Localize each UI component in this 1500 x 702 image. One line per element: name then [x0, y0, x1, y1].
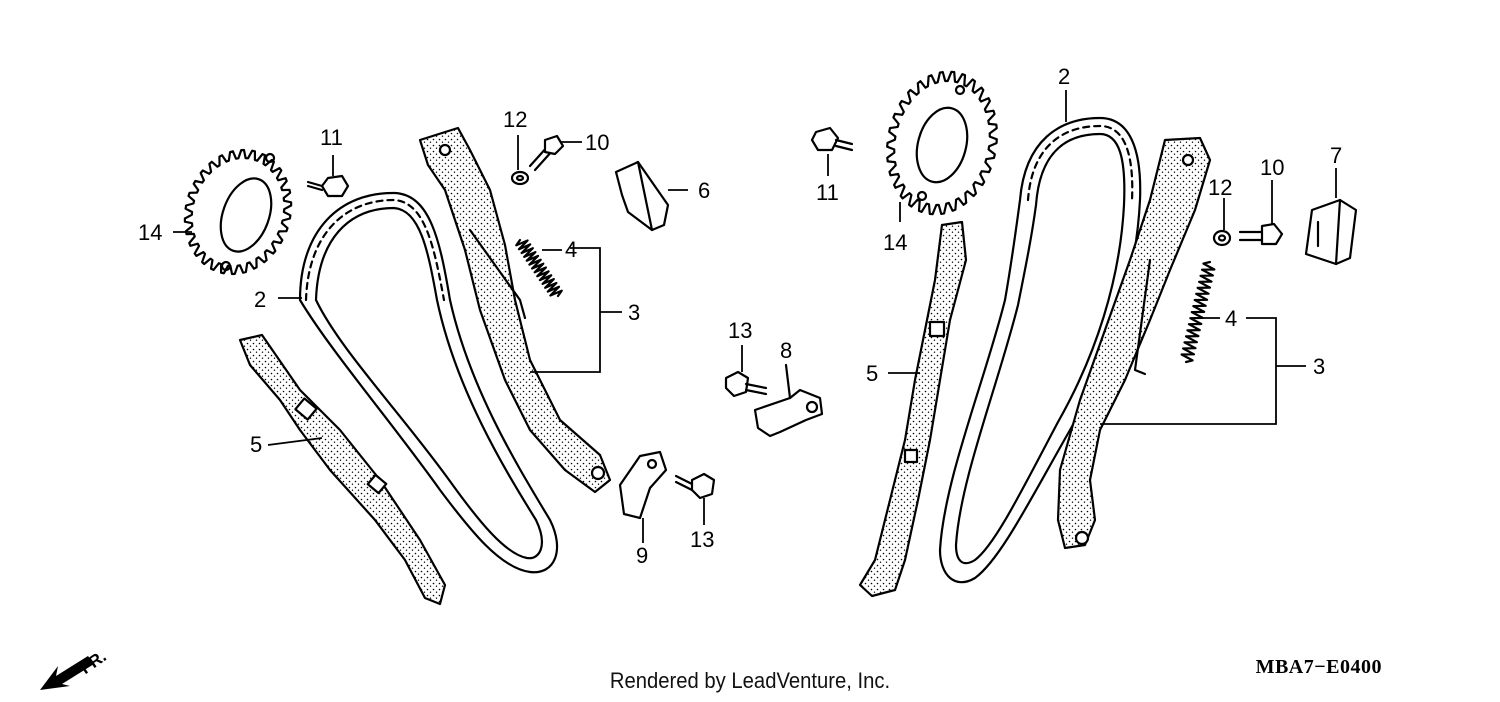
label-13-upper: 13: [728, 318, 752, 343]
right-part-7: [1304, 198, 1358, 266]
right-bolt-11: [810, 126, 854, 152]
label-5-right: 5: [866, 361, 878, 386]
label-4-right: 4: [1225, 306, 1237, 331]
right-cam-sprocket: [886, 70, 998, 216]
left-bolt-10: [528, 134, 565, 172]
label-6-left: 6: [698, 178, 710, 203]
label-10-left: 10: [585, 130, 609, 155]
label-12-right: 12: [1208, 175, 1232, 200]
right-chain-guide: [858, 220, 968, 598]
label-12-left: 12: [503, 107, 527, 132]
label-7-right: 7: [1330, 143, 1342, 168]
left-washer-12: [510, 170, 530, 186]
plate-9: [618, 450, 668, 520]
left-assembly: 14 2 5 11 12 10 6 4 3: [138, 107, 710, 606]
right-washer-12: [1212, 229, 1232, 247]
label-2-left: 2: [254, 287, 266, 312]
right-assembly: 2 11 14 12 10 7 5 4 3: [810, 64, 1358, 598]
label-14-right: 14: [883, 230, 907, 255]
plate-8: [753, 363, 824, 438]
label-4-left: 4: [565, 237, 577, 262]
label-11-left: 11: [320, 125, 343, 150]
label-8: 8: [780, 338, 792, 363]
left-chain-guide: [238, 333, 447, 606]
label-13-lower: 13: [690, 527, 714, 552]
bolt-13-upper: [724, 370, 768, 398]
label-3-left: 3: [628, 300, 640, 325]
label-3-right: 3: [1313, 354, 1325, 379]
label-5-left: 5: [250, 432, 262, 457]
left-tensioner-arm: [418, 126, 612, 494]
label-14-left: 14: [138, 220, 162, 245]
footer-credit: Rendered by LeadVenture, Inc.: [609, 668, 891, 693]
left-tensioner-spring: [515, 238, 563, 298]
bolt-13-lower: [674, 472, 716, 500]
diagram-code: MBA7−E0400: [1255, 656, 1382, 678]
right-cam-chain: [938, 116, 1142, 584]
center-parts: 8 9 13 13: [618, 318, 824, 568]
label-10-right: 10: [1260, 155, 1284, 180]
left-part-6: [614, 160, 670, 232]
label-2-right: 2: [1058, 64, 1070, 89]
label-9: 9: [636, 543, 648, 568]
right-bolt-10: [1238, 222, 1284, 246]
right-tensioner-arm: [1056, 136, 1212, 550]
left-bolt-11: [306, 174, 350, 198]
right-tensioner-spring: [1180, 260, 1216, 364]
left-cam-sprocket: [183, 148, 293, 276]
label-11-right: 11: [816, 180, 839, 205]
left-cam-chain: [298, 191, 559, 574]
